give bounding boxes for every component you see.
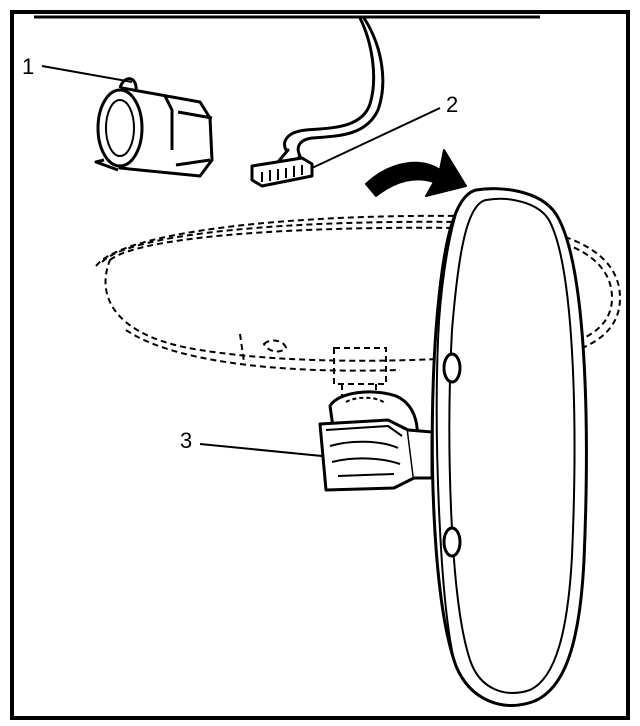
- leader-line-1: [41, 65, 133, 83]
- callout-1: 1: [22, 54, 133, 83]
- callout-2-label: 2: [446, 92, 458, 117]
- part-1-cover: [94, 77, 214, 178]
- callout-3-label: 3: [180, 428, 192, 453]
- rearview-mirror: [430, 187, 588, 707]
- part-2-connector: [250, 156, 314, 188]
- leader-line-2: [311, 107, 441, 169]
- callout-1-label: 1: [22, 54, 34, 79]
- leader-line-3: [199, 443, 323, 457]
- rotation-arrow-icon: [365, 149, 467, 197]
- callout-3: 3: [180, 428, 323, 457]
- callout-2: 2: [311, 92, 458, 169]
